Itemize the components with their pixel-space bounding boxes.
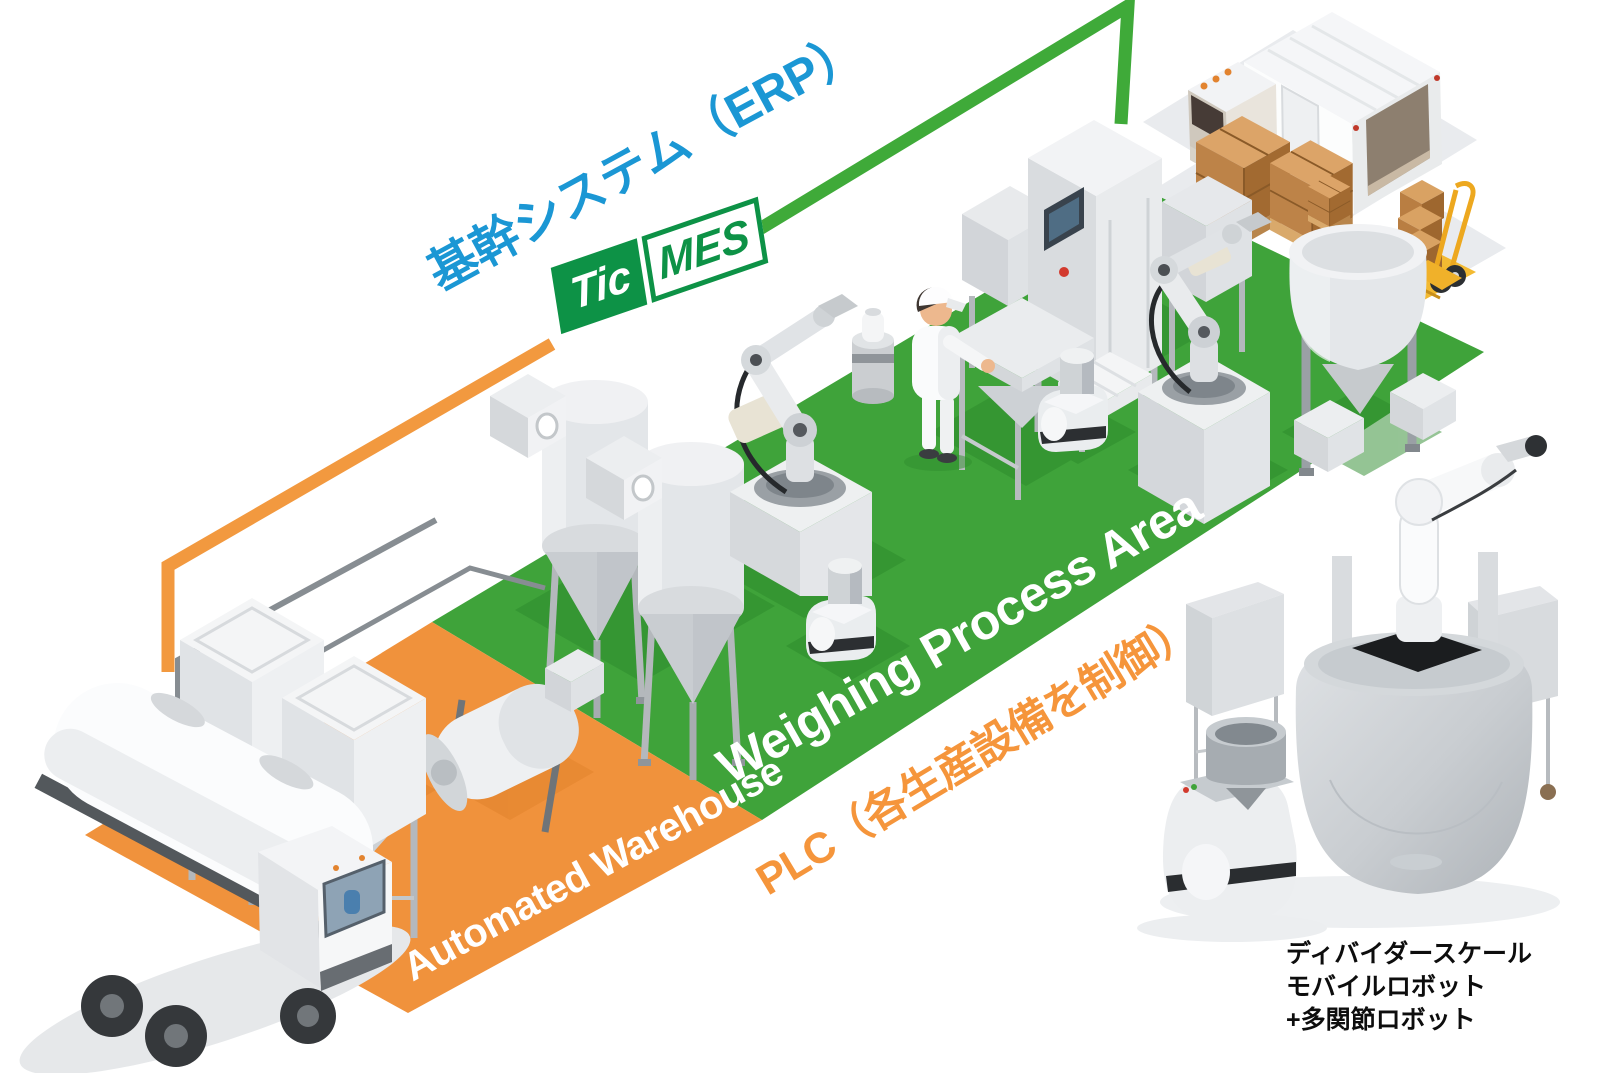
powder-canister-illustration [852, 308, 894, 404]
product-caption-line-3: +多関節ロボット [1286, 1006, 1476, 1034]
product-photo [1137, 435, 1560, 942]
product-caption: ディバイダースケール モバイルロボット +多関節ロボット [1286, 938, 1532, 1037]
divider-scale-machine [1295, 435, 1547, 894]
robot-arm-right-illustration [1138, 212, 1272, 524]
tanker-truck-illustration [19, 682, 411, 1073]
articulated-robot-arm [1395, 435, 1547, 642]
floor-automated-warehouse [85, 622, 762, 1013]
product-caption-line-1: ディバイダースケール [1286, 940, 1533, 968]
orange-bracket [161, 338, 556, 672]
worker-illustration [904, 286, 995, 471]
mixing-tank-illustration [1289, 224, 1456, 476]
mobile-robot [1137, 717, 1327, 942]
product-caption-line-2: モバイルロボット [1286, 973, 1487, 1001]
green-bracket [754, 0, 1135, 236]
drum-blender-illustration [420, 649, 604, 833]
robot-arm-left-illustration [728, 294, 872, 596]
